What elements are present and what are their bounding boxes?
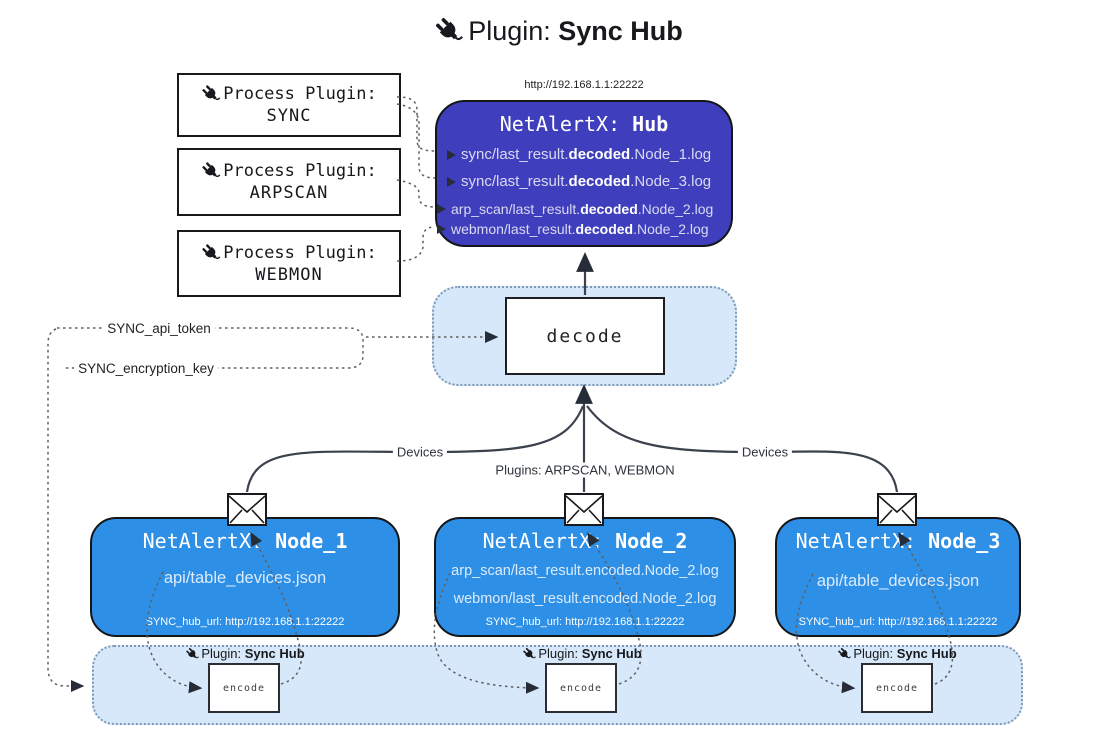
process-plugin-sync: Process Plugin: SYNC [177, 73, 401, 137]
encoder-plugin-label: Plugin: Sync Hub [837, 646, 957, 662]
plug-icon [201, 243, 221, 263]
hub-title-name: Hub [632, 112, 669, 136]
edge-label-devices-left: Devices [392, 444, 448, 460]
page-title-label: Plugin: [468, 16, 551, 46]
page-title-name: Sync Hub [558, 16, 683, 46]
arrow-right-icon [437, 224, 446, 234]
edge-webmon-to-hubline4 [396, 226, 436, 262]
node-file: arp_scan/last_result.encoded.Node_2.log [451, 563, 719, 579]
hub-url: http://192.168.1.1:22222 [524, 79, 644, 91]
edge-sync-to-hubline2 [396, 103, 436, 179]
hub-file-text: arp_scan/last_result.decoded.Node_2.log [451, 201, 714, 217]
node-2-box: NetAlertX: Node_2 arp_scan/last_result.e… [434, 517, 736, 637]
config-api-token-label: SYNC_api_token [103, 321, 215, 336]
plug-icon [837, 647, 851, 661]
envelope-icon [227, 493, 267, 526]
plug-icon [201, 161, 221, 181]
hub-file-line: sync/last_result.decoded.Node_3.log [447, 173, 711, 190]
node-hub-url: SYNC_hub_url: http://192.168.1.1:22222 [145, 616, 345, 628]
node-3-box: NetAlertX: Node_3 api/table_devices.json… [775, 517, 1021, 637]
plug-icon [185, 647, 199, 661]
process-plugin-label: Process Plugin: [223, 242, 377, 263]
config-encryption-key-label: SYNC_encryption_key [74, 361, 218, 376]
encoder-plugin-label: Plugin: Sync Hub [522, 646, 642, 662]
node-hub-url: SYNC_hub_url: http://192.168.1.1:22222 [798, 616, 998, 628]
plug-icon [522, 647, 536, 661]
node-1-box: NetAlertX: Node_1 api/table_devices.json… [90, 517, 400, 637]
hub-file-line: webmon/last_result.decoded.Node_2.log [437, 221, 709, 237]
hub-file-line: sync/last_result.decoded.Node_1.log [447, 146, 711, 163]
process-plugin-name: WEBMON [255, 264, 323, 285]
node-file: api/table_devices.json [816, 572, 980, 590]
process-plugin-webmon: Process Plugin: WEBMON [177, 230, 401, 297]
edge-sync-to-hubline1 [396, 96, 436, 152]
hub-title: NetAlertX: Hub [437, 112, 731, 136]
envelope-icon [877, 493, 917, 526]
plug-icon [201, 84, 221, 104]
process-plugin-label: Process Plugin: [223, 84, 377, 104]
hub-file-line: arp_scan/last_result.decoded.Node_2.log [437, 201, 713, 217]
hub-file-text: sync/last_result.decoded.Node_3.log [461, 173, 712, 190]
page-title: Plugin: Sync Hub [0, 16, 1117, 48]
plug-icon [434, 16, 464, 46]
hub-box: NetAlertX: Hub sync/last_result.decoded.… [435, 100, 733, 247]
encode-box: encode [208, 663, 280, 713]
edge-config-to-encoders [47, 328, 85, 693]
process-plugin-name: SYNC [266, 106, 312, 126]
process-plugin-arpscan: Process Plugin: ARPSCAN [177, 148, 401, 216]
node-file: api/table_devices.json [163, 569, 327, 587]
node-title: NetAlertX: Node_1 [142, 529, 348, 553]
arrow-right-icon [437, 204, 446, 214]
hub-file-text: webmon/last_result.decoded.Node_2.log [451, 221, 709, 237]
edge-arpscan-to-hubline3 [396, 179, 436, 208]
node-title: NetAlertX: Node_2 [482, 529, 688, 553]
encoder-plugin-label: Plugin: Sync Hub [185, 646, 305, 662]
hub-file-text: sync/last_result.decoded.Node_1.log [461, 146, 712, 163]
arrow-right-icon [447, 149, 456, 160]
hub-title-label: NetAlertX: [499, 112, 621, 136]
encode-box: encode [545, 663, 617, 713]
node-title: NetAlertX: Node_3 [795, 529, 1001, 553]
edge-label-devices-right: Devices [737, 444, 793, 460]
edge-label-plugins: Plugins: ARPSCAN, WEBMON [491, 462, 679, 478]
process-plugin-label: Process Plugin: [223, 161, 377, 181]
node-hub-url: SYNC_hub_url: http://192.168.1.1:22222 [485, 616, 685, 628]
envelope-icon [564, 493, 604, 526]
process-plugin-name: ARPSCAN [249, 183, 329, 203]
node-file: webmon/last_result.encoded.Node_2.log [453, 591, 717, 607]
encode-box: encode [861, 663, 933, 713]
decode-box: decode [505, 297, 665, 375]
arrow-right-icon [447, 176, 456, 187]
